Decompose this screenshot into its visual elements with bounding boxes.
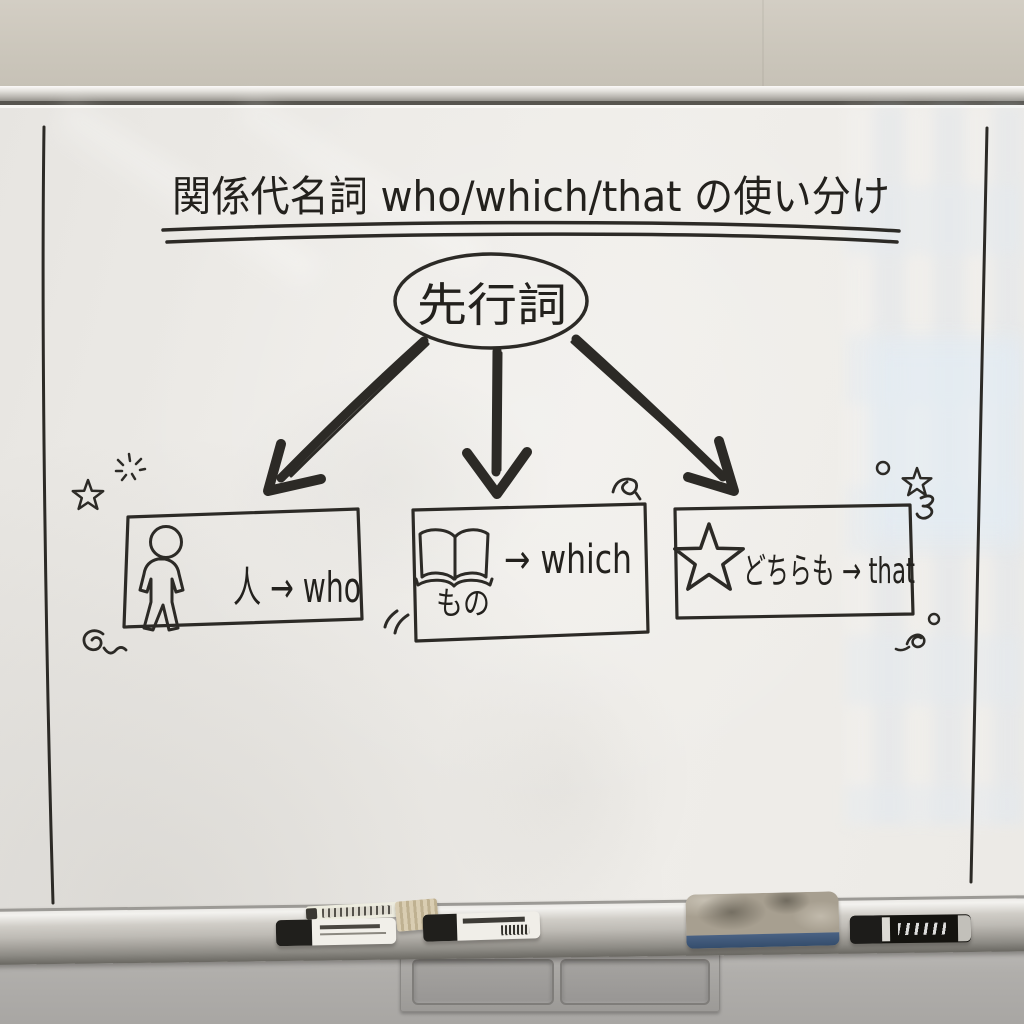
person-icon (138, 525, 185, 632)
sparkle-icon (114, 452, 147, 482)
marker-tip (305, 907, 318, 920)
white-marker-front-left (275, 917, 397, 947)
antecedent-label: 先行詞 (417, 278, 567, 332)
wall-seam (762, 0, 764, 86)
circle-doodle-right (875, 460, 891, 476)
arrow-left (263, 336, 430, 496)
marker-logo (897, 922, 947, 936)
which-box (411, 502, 650, 643)
star-doodle-left (71, 478, 105, 511)
title-underline (161, 220, 901, 233)
star-icon (673, 522, 745, 591)
that-box (673, 503, 915, 620)
marker-ring (881, 917, 891, 942)
marker-label (321, 905, 393, 918)
mount-panel-cell-right (560, 959, 710, 1005)
that-text: どちらも → that (743, 551, 915, 592)
board-top-frame (0, 86, 1024, 102)
drawn-border-left (41, 125, 55, 905)
marker-barcode (500, 924, 530, 936)
arrow-center (462, 346, 532, 499)
arrow-right (570, 334, 739, 496)
book-icon (414, 528, 494, 588)
title-underline-2 (165, 232, 899, 244)
marker-cap (275, 919, 313, 947)
who-box (122, 507, 364, 629)
board-title: 関係代名詞 who/which/that の使い分け (172, 172, 890, 221)
marker-label (319, 924, 380, 930)
doodles (71, 452, 941, 655)
black-marker (849, 914, 972, 944)
spiral-doodle (82, 629, 128, 655)
board-top-frame-shadow (0, 101, 1024, 105)
whiteboard-surface (0, 105, 1024, 945)
wall (0, 0, 1024, 88)
marker-cap (422, 913, 458, 942)
circle-doodle-bottom-right (927, 612, 941, 626)
drawn-border-right (969, 126, 989, 884)
white-marker-center (422, 911, 541, 942)
emphasis-marks (383, 609, 410, 635)
eraser-felt-top (685, 891, 840, 936)
mount-panel-cell-left (412, 959, 554, 1005)
marker-label-line (320, 931, 387, 936)
star-doodle-right (901, 466, 933, 497)
marker-end-cap (957, 915, 972, 942)
antecedent-oval (393, 252, 589, 350)
curl-doodle-bottom-right (894, 633, 926, 652)
board-top-highlight (0, 105, 1024, 108)
marker-label (462, 916, 525, 924)
mono-caption: もの (436, 584, 490, 622)
who-text: 人 → who (233, 563, 361, 612)
curl-doodle (611, 477, 642, 501)
marker-cap (849, 915, 883, 944)
felt-eraser (685, 891, 840, 949)
squiggle-3-doodle (915, 494, 935, 520)
which-text: → which (504, 537, 632, 583)
